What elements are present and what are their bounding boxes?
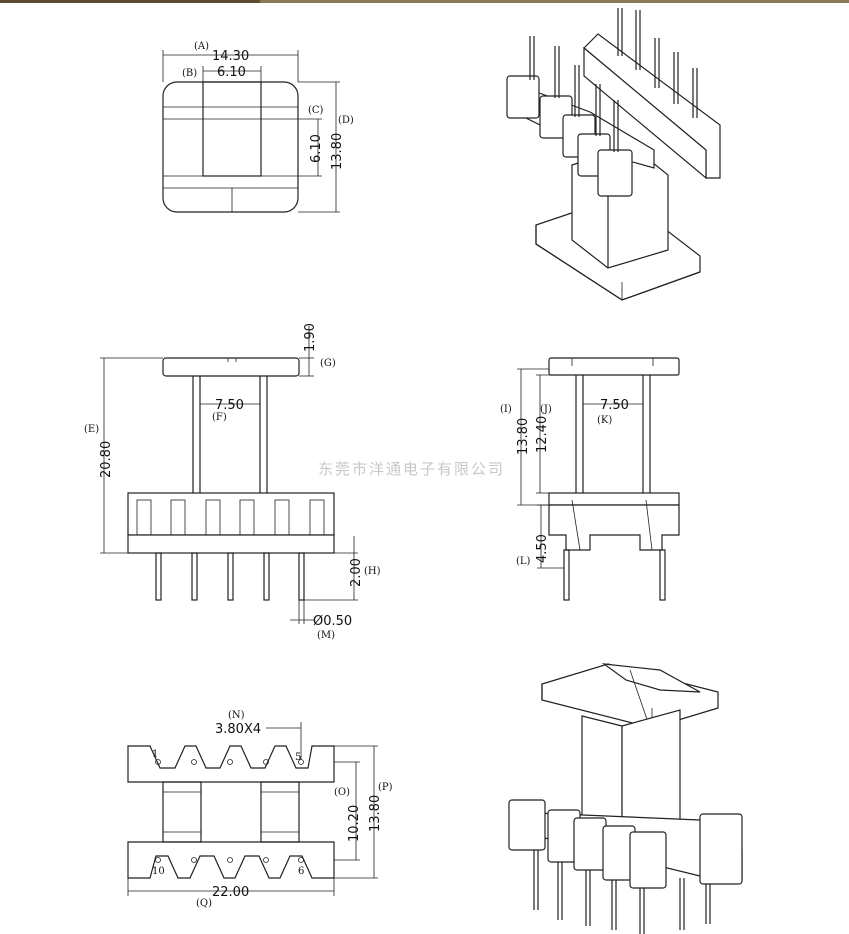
isometric-view-top — [506, 8, 721, 301]
dim-tag-o: (O) — [334, 787, 350, 798]
dim-tag-b: (B) — [182, 68, 197, 79]
dim-value-i: 13.80 — [516, 418, 531, 455]
pin-label-10: 10 — [152, 866, 165, 877]
dim-tag-i: (I) — [500, 404, 512, 415]
front-view-top-flange — [162, 357, 300, 377]
pin-label-5: 5 — [295, 752, 301, 763]
dim-tag-h: (H) — [364, 566, 381, 577]
dim-value-c: 6.10 — [309, 134, 324, 163]
front-view-slots — [136, 499, 325, 536]
dim-value-g: 1.90 — [303, 323, 318, 352]
side-view-top-flange — [548, 357, 680, 376]
iso-bottom-terminals — [508, 799, 743, 889]
dim-value-a: 14.30 — [212, 49, 249, 64]
front-view-base-lower — [127, 534, 335, 554]
dim-tag-g: (G) — [320, 358, 336, 369]
dim-value-d: 13.80 — [330, 133, 345, 170]
bottom-view-lower-terminal-strip — [127, 841, 335, 879]
dim-tag-n: (N) — [228, 710, 245, 721]
iso-top-back-pins — [617, 8, 698, 118]
side-view-base — [548, 504, 680, 551]
side-view: (I) 13.80 (J) 12.40 7.50 (K) (L) 4.50 — [500, 357, 680, 601]
dim-value-p: 13.80 — [368, 795, 383, 832]
top-border-bar — [0, 0, 849, 3]
dim-tag-l: (L) — [516, 556, 531, 567]
top-view: (A) 14.30 (B) 6.10 (C) 6.10 (D) 13.80 — [162, 41, 354, 213]
dim-tag-f: (F) — [212, 412, 227, 423]
side-view-pin-right — [659, 549, 666, 601]
side-view-pin-left — [563, 549, 570, 601]
dim-tag-q: (Q) — [196, 898, 212, 909]
front-view-base — [127, 492, 335, 536]
dim-value-j: 12.40 — [535, 416, 550, 453]
dim-value-f: 7.50 — [215, 398, 244, 413]
dim-tag-m: (M) — [317, 630, 335, 641]
front-view: 1.90 (G) (E) 20.80 7.50 (F) 2.00 (H) Ø0.… — [84, 323, 381, 641]
dim-value-l: 4.50 — [535, 534, 550, 563]
dim-tag-e: (E) — [84, 424, 99, 435]
isometric-view-bottom — [508, 663, 743, 934]
bottom-view: 1 5 10 6 (N) 3.80X4 (O) 10.20 (P) 13.80 … — [127, 710, 393, 909]
side-view-base-top — [548, 492, 680, 506]
bottom-view-core-right — [260, 781, 300, 843]
top-view-flange-outline — [162, 81, 299, 213]
iso-top-front-terminals — [506, 36, 633, 197]
dim-value-k: 7.50 — [600, 398, 629, 413]
company-watermark: 东莞市洋通电子有限公司 — [318, 460, 505, 478]
dim-tag-d: (D) — [338, 115, 354, 126]
dim-tag-a: (A) — [194, 41, 209, 52]
dim-tag-j: (J) — [540, 404, 552, 415]
dim-value-h: 2.00 — [349, 558, 364, 587]
bottom-view-core-left — [162, 781, 202, 843]
dim-tag-p: (P) — [378, 782, 393, 793]
pin-label-6: 6 — [298, 866, 304, 877]
dim-value-b: 6.10 — [217, 65, 246, 80]
iso-bottom-pins — [533, 850, 711, 934]
dim-value-o: 10.20 — [347, 805, 362, 842]
bottom-view-pin-holes — [155, 759, 304, 863]
top-view-core-window — [202, 81, 262, 177]
pin-label-1: 1 — [152, 749, 158, 760]
dim-tag-c: (C) — [308, 105, 324, 116]
dim-value-q: 22.00 — [212, 885, 249, 900]
dim-value-m: Ø0.50 — [313, 614, 352, 629]
front-view-pins — [155, 552, 305, 601]
dim-value-e: 20.80 — [99, 441, 114, 478]
top-border-bar-dark — [0, 0, 260, 3]
dim-tag-k: (K) — [597, 415, 612, 426]
dim-value-n: 3.80X4 — [215, 722, 261, 737]
